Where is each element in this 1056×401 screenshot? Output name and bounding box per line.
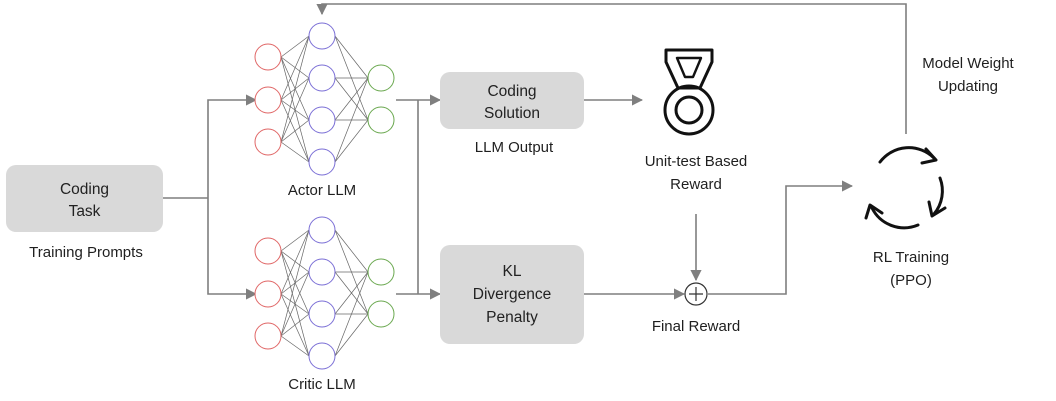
coding-solution-box xyxy=(440,72,584,129)
input-neuron xyxy=(254,280,282,308)
kl-penalty-line-1: KL xyxy=(503,263,522,280)
network-edge xyxy=(334,271,369,357)
output-neuron xyxy=(367,106,395,134)
actor-llm-network xyxy=(254,22,395,176)
network-edge xyxy=(280,229,310,252)
network-edge xyxy=(280,313,310,337)
critic-llm-caption: Critic LLM xyxy=(288,376,356,393)
coding-task-line-2: Task xyxy=(69,203,101,220)
edge-task-to-actor xyxy=(207,94,258,198)
coding-task-box xyxy=(6,165,163,232)
network-edge xyxy=(280,229,310,337)
hidden-neuron xyxy=(308,148,336,176)
network-edge xyxy=(280,35,310,143)
network-edge xyxy=(334,77,369,163)
edge-sum-to-rl xyxy=(708,180,854,295)
kl-penalty-node: KL Divergence Penalty xyxy=(440,245,584,344)
hidden-neuron xyxy=(308,64,336,92)
network-edge xyxy=(334,35,369,79)
network-edge xyxy=(334,77,369,121)
network-edge xyxy=(280,271,310,337)
medal-icon xyxy=(663,48,715,136)
llm-output-caption: LLM Output xyxy=(475,139,554,156)
coding-solution-node: Coding Solution xyxy=(440,72,584,129)
reward-label-line-2: Reward xyxy=(670,176,722,193)
network-edge xyxy=(280,35,310,101)
model-weight-updating-line-1: Model Weight xyxy=(922,55,1014,72)
model-weight-updating-line-2: Updating xyxy=(938,78,998,95)
hidden-neuron xyxy=(308,106,336,134)
network-edge xyxy=(280,119,310,143)
input-neuron xyxy=(254,43,282,71)
hidden-neuron xyxy=(308,300,336,328)
hidden-neuron xyxy=(308,216,336,244)
edge-task-to-critic xyxy=(207,198,258,300)
hidden-neuron xyxy=(308,22,336,50)
actor-llm-caption: Actor LLM xyxy=(288,182,356,199)
input-neuron xyxy=(254,237,282,265)
network-edges xyxy=(280,229,369,357)
network-edge xyxy=(280,229,310,295)
hidden-neuron xyxy=(308,258,336,286)
rl-training-line-1: RL Training xyxy=(873,249,949,266)
network-edge xyxy=(280,77,310,143)
network-edge xyxy=(280,35,310,58)
rl-training-line-2: (PPO) xyxy=(890,272,932,289)
connectors xyxy=(163,3,907,300)
network-edge xyxy=(334,313,369,357)
sum-icon xyxy=(684,282,708,306)
critic-llm-network xyxy=(254,216,395,370)
coding-solution-line-1: Coding xyxy=(487,83,536,100)
network-edge xyxy=(334,271,369,315)
kl-penalty-line-3: Penalty xyxy=(486,309,538,326)
input-neuron xyxy=(254,86,282,114)
refresh-cycle-icon xyxy=(864,146,947,230)
network-edge xyxy=(334,119,369,163)
hidden-neuron xyxy=(308,342,336,370)
coding-solution-line-2: Solution xyxy=(484,105,540,122)
output-neuron xyxy=(367,300,395,328)
output-neuron xyxy=(367,258,395,286)
final-reward-caption: Final Reward xyxy=(652,318,740,335)
network-edges xyxy=(280,35,369,163)
coding-task-node: Coding Task xyxy=(6,165,163,232)
edge-feedback-loop xyxy=(316,3,907,134)
output-neuron xyxy=(367,64,395,92)
network-edge xyxy=(280,141,310,163)
input-neuron xyxy=(254,322,282,350)
kl-penalty-box xyxy=(440,245,584,344)
input-neuron xyxy=(254,128,282,156)
reward-label-line-1: Unit-test Based xyxy=(645,153,748,170)
coding-task-line-1: Coding xyxy=(60,181,109,198)
training-prompts-caption: Training Prompts xyxy=(29,244,143,261)
network-edge xyxy=(334,229,369,273)
network-edge xyxy=(280,335,310,357)
kl-penalty-line-2: Divergence xyxy=(473,286,551,303)
